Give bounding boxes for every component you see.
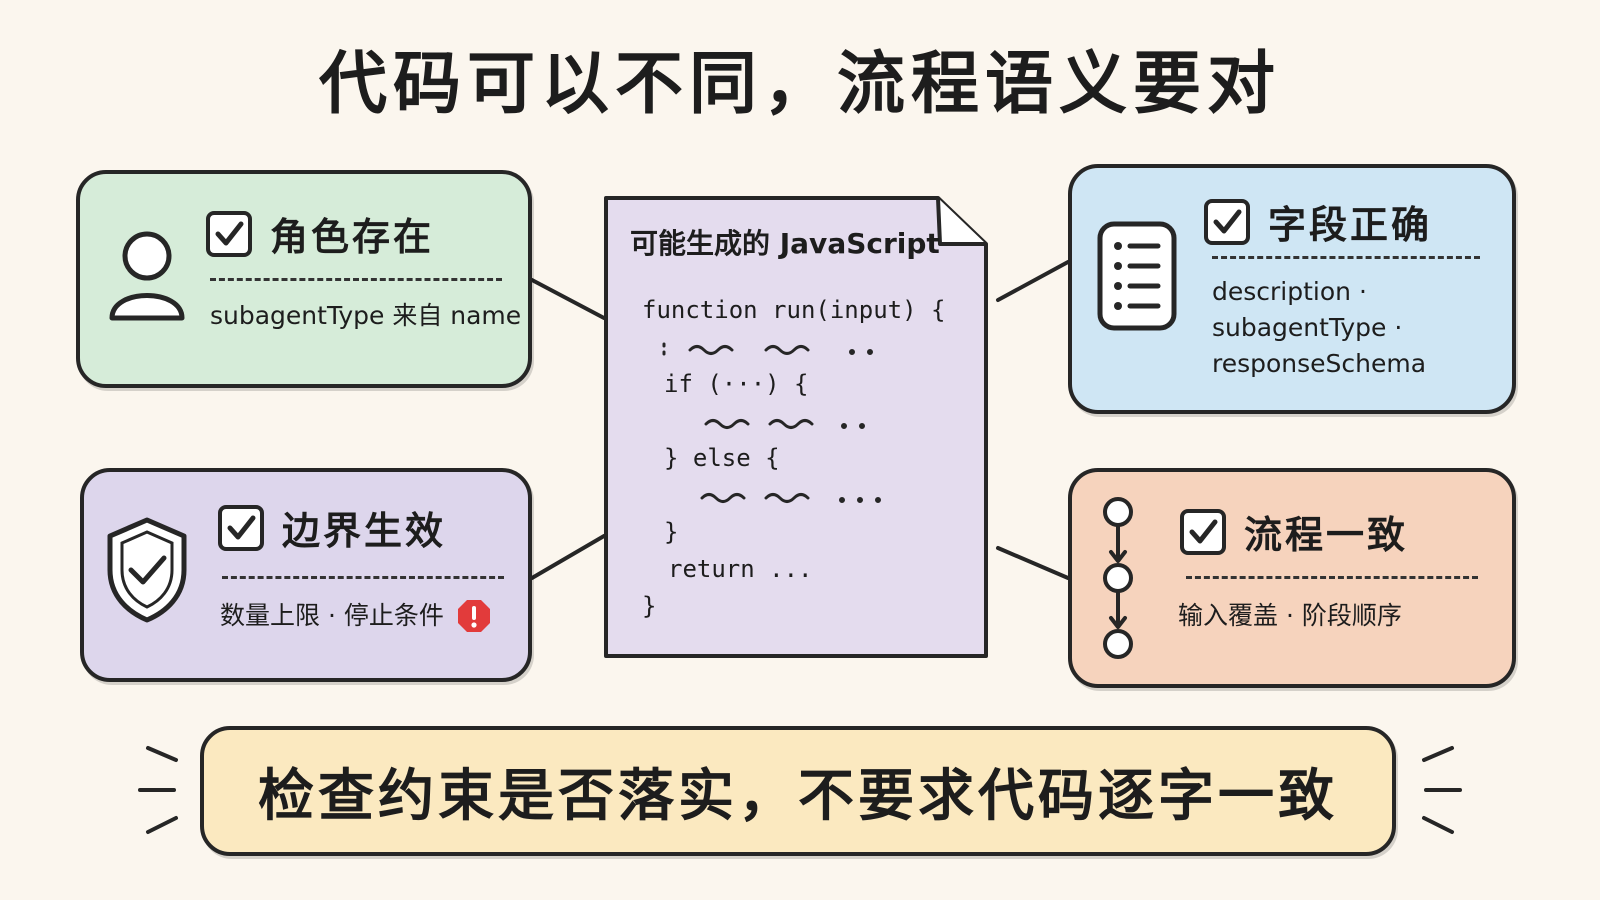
code-document: 可能生成的 JavaScript function run(input) { i… (602, 194, 998, 664)
code-line: } else { (664, 444, 780, 472)
check-icon (215, 221, 244, 245)
card-role-exists: 角色存在 subagentType 来自 name (76, 170, 532, 388)
code-line: return ... (668, 555, 813, 583)
shield-check-icon (107, 517, 187, 623)
check-icon (1189, 519, 1218, 543)
card-bound-header: 边界生效 (218, 500, 446, 555)
connector-field (996, 260, 1070, 302)
checkbox-field (1204, 198, 1250, 245)
field-item: subagentType · (1212, 313, 1403, 342)
divider (222, 576, 504, 579)
card-role-body: subagentType 来自 name (210, 301, 522, 330)
card-bound-body-text: 数量上限 · 停止条件 (220, 601, 444, 630)
connector-flow (996, 546, 1070, 580)
divider (210, 278, 502, 281)
card-role-heading: 角色存在 (270, 215, 435, 259)
card-flow-heading: 流程一致 (1244, 513, 1409, 557)
code-line-placeholder (642, 477, 945, 514)
spark-right-1 (1422, 746, 1454, 762)
code-line: function run(input) { (642, 296, 946, 324)
code-line: } (664, 518, 679, 546)
field-item: responseSchema (1212, 349, 1427, 378)
checkbox-role (206, 210, 252, 257)
list-document-icon (1097, 221, 1177, 331)
page-title: 代码可以不同，流程语义要对 (318, 45, 1281, 124)
squiggle-placeholder-icon (700, 492, 881, 503)
card-boundary-effective: 边界生效 数量上限 · 停止条件 (80, 468, 532, 682)
squiggle-placeholder-icon (704, 418, 865, 429)
person-icon (109, 231, 185, 321)
connector-bound (530, 534, 606, 580)
card-flow-consistent: 流程一致 输入覆盖 · 阶段顺序 (1068, 468, 1516, 688)
card-role-header: 角色存在 (206, 206, 434, 261)
spark-right-3 (1422, 816, 1454, 834)
card-fields-correct: 字段正确 description · subagentType · respon… (1068, 164, 1516, 414)
flow-steps-icon (1103, 497, 1133, 659)
field-item: description · (1212, 277, 1367, 306)
spark-left-3 (146, 816, 178, 834)
squiggle-placeholder-icon (662, 342, 873, 355)
card-flow-body: 输入覆盖 · 阶段顺序 (1178, 601, 1402, 630)
card-field-heading: 字段正确 (1268, 203, 1433, 247)
check-icon (1213, 209, 1242, 233)
card-field-body: description · subagentType · responseSch… (1212, 274, 1426, 382)
code-block: function run(input) { if (···) { (642, 292, 945, 625)
check-icon (227, 515, 256, 539)
card-flow-header: 流程一致 (1180, 504, 1408, 559)
document-title: 可能生成的 JavaScript (630, 227, 940, 260)
card-bound-body: 数量上限 · 停止条件 (220, 598, 492, 634)
conclusion-text: 检查约束是否落实，不要求代码逐字一致 (258, 763, 1338, 829)
checkbox-bound (218, 504, 264, 551)
code-line: } (642, 592, 657, 620)
divider (1186, 576, 1478, 579)
divider (1212, 256, 1480, 259)
code-line-placeholder (642, 403, 945, 440)
checkbox-flow (1180, 508, 1226, 555)
card-field-header: 字段正确 (1204, 194, 1432, 249)
code-line: if (···) { (664, 370, 809, 398)
spark-left-1 (146, 746, 178, 762)
connector-role (530, 278, 606, 320)
card-bound-heading: 边界生效 (282, 509, 447, 553)
code-line-placeholder (642, 329, 945, 366)
conclusion-banner: 检查约束是否落实，不要求代码逐字一致 (200, 726, 1396, 856)
exclamation-alert-icon (457, 600, 490, 632)
